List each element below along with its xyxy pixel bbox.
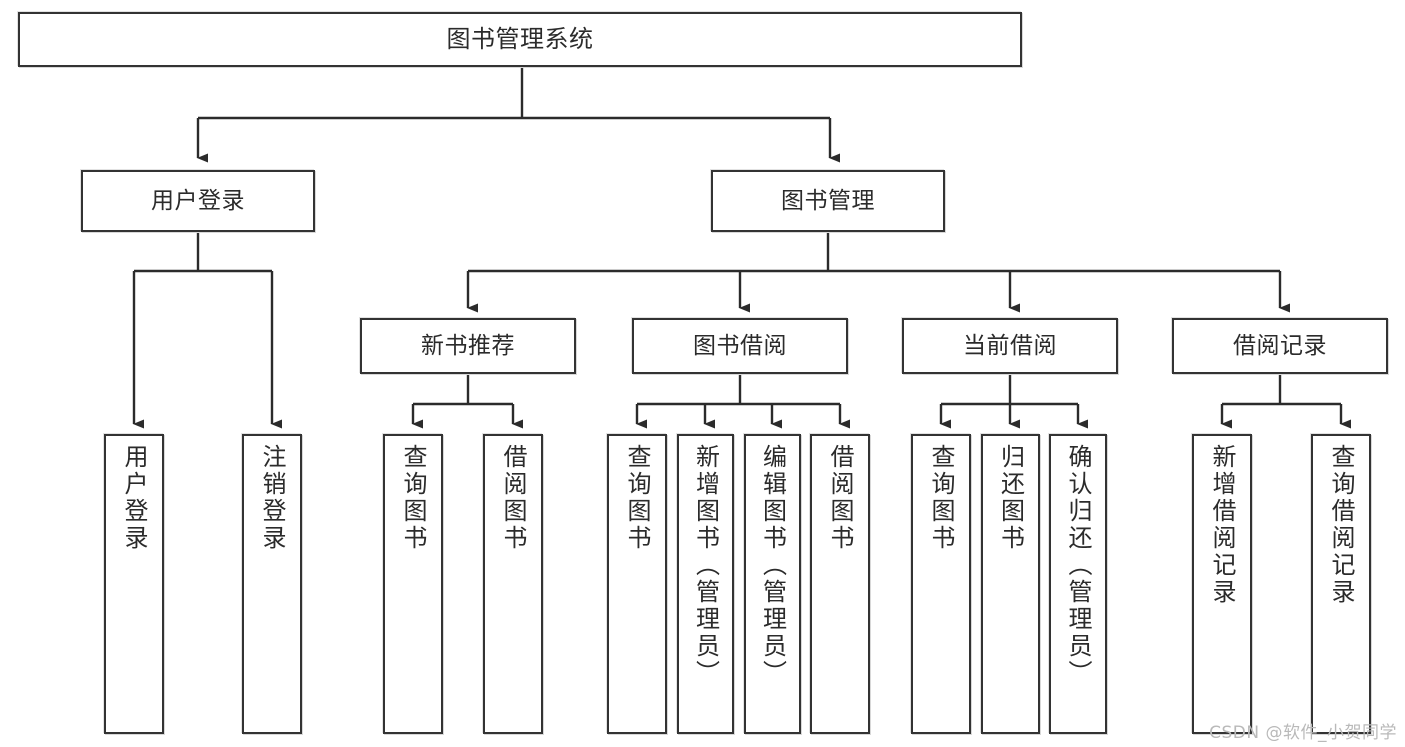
node-label: 当前借阅 — [963, 332, 1057, 359]
node-label: 用户登录 — [120, 444, 148, 552]
node-label: 注销登录 — [258, 444, 286, 552]
leaf-add-book-admin[interactable]: 新增图书（管理员） — [677, 434, 734, 734]
node-label: 查询图书 — [623, 444, 651, 552]
node-label: 借阅图书 — [826, 444, 854, 552]
leaf-borrow-book[interactable]: 借阅图书 — [810, 434, 870, 734]
node-borrow-record[interactable]: 借阅记录 — [1172, 318, 1388, 374]
leaf-query-borrow-record[interactable]: 查询借阅记录 — [1311, 434, 1371, 734]
leaf-return-book[interactable]: 归还图书 — [981, 434, 1040, 734]
node-label: 新书推荐 — [421, 332, 515, 359]
node-root-system[interactable]: 图书管理系统 — [18, 12, 1022, 67]
leaf-confirm-return-admin[interactable]: 确认归还（管理员） — [1049, 434, 1107, 734]
node-label: 查询借阅记录 — [1327, 444, 1355, 606]
leaf-borrow-book-recommend[interactable]: 借阅图书 — [483, 434, 543, 734]
leaf-query-book-current[interactable]: 查询图书 — [911, 434, 971, 734]
node-book-management[interactable]: 图书管理 — [711, 170, 945, 232]
leaf-edit-book-admin[interactable]: 编辑图书（管理员） — [744, 434, 801, 734]
node-label: 图书管理 — [781, 187, 875, 214]
node-label: 新增图书（管理员） — [691, 444, 720, 687]
node-current-borrow[interactable]: 当前借阅 — [902, 318, 1118, 374]
node-label: 图书管理系统 — [446, 24, 594, 53]
leaf-user-login[interactable]: 用户登录 — [104, 434, 164, 734]
node-label: 用户登录 — [151, 187, 245, 214]
csdn-watermark: CSDN @软件_小贺同学 — [1209, 723, 1397, 743]
node-new-book-recommend[interactable]: 新书推荐 — [360, 318, 576, 374]
node-user-login[interactable]: 用户登录 — [81, 170, 315, 232]
node-label: 新增借阅记录 — [1208, 444, 1236, 606]
node-label: 编辑图书（管理员） — [758, 444, 787, 687]
leaf-add-borrow-record[interactable]: 新增借阅记录 — [1192, 434, 1252, 734]
node-label: 归还图书 — [996, 444, 1025, 552]
node-label: 查询图书 — [399, 444, 427, 552]
node-label: 借阅图书 — [499, 444, 527, 552]
node-label: 确认归还（管理员） — [1064, 444, 1092, 687]
node-label: 图书借阅 — [693, 332, 787, 359]
leaf-query-book-recommend[interactable]: 查询图书 — [383, 434, 443, 734]
node-label: 借阅记录 — [1233, 332, 1327, 359]
leaf-query-book-borrow[interactable]: 查询图书 — [607, 434, 667, 734]
leaf-logout[interactable]: 注销登录 — [242, 434, 302, 734]
node-book-borrow[interactable]: 图书借阅 — [632, 318, 848, 374]
node-label: 查询图书 — [927, 444, 955, 552]
